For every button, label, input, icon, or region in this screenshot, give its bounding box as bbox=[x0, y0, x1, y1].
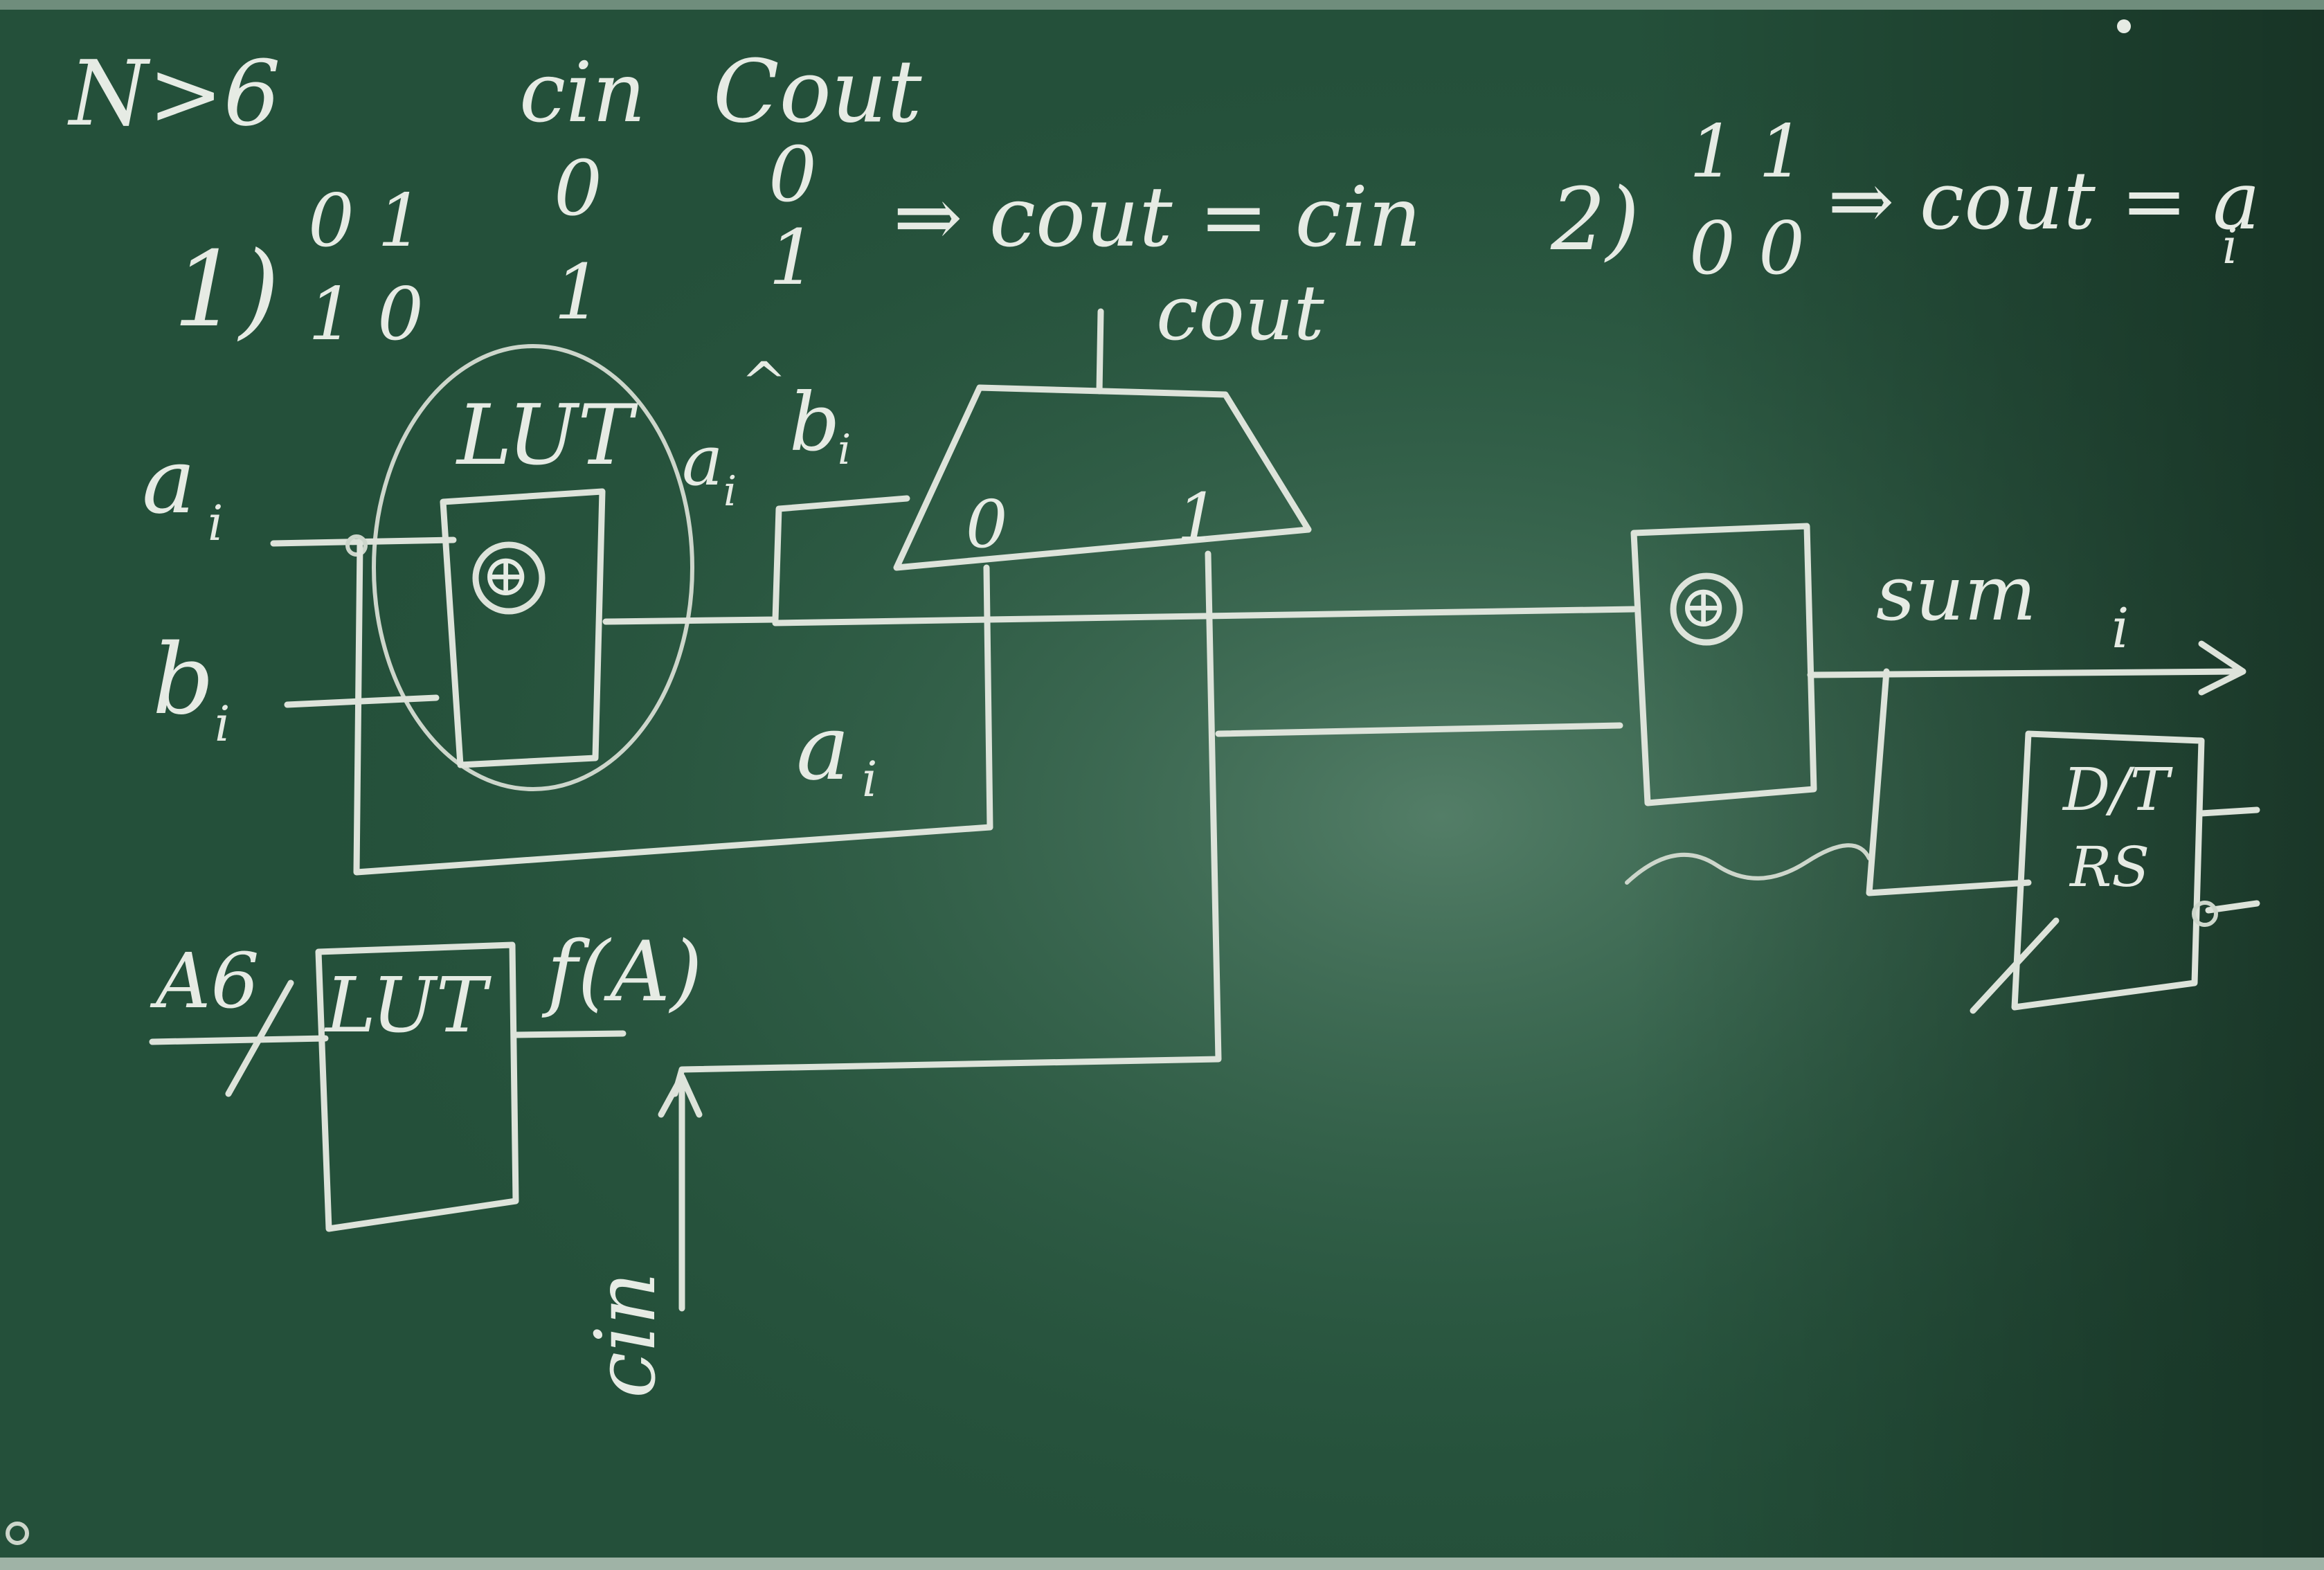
case1-row2-inputs: 1 0 bbox=[308, 272, 424, 357]
sum-xor-box bbox=[1630, 523, 1817, 806]
lut-label: LUT bbox=[456, 388, 638, 484]
wire-cin-to-xor bbox=[1215, 722, 1623, 737]
lut2-input-wire bbox=[149, 1035, 329, 1045]
lut2-output-wire bbox=[512, 1030, 627, 1038]
cin-arrowhead bbox=[658, 1073, 703, 1118]
cout-header: Cout bbox=[713, 42, 922, 142]
case1-cin-row1: 0 bbox=[554, 144, 602, 233]
ff-out-q bbox=[2198, 806, 2260, 817]
case2-row2-inputs: 0 0 bbox=[1689, 206, 1805, 291]
input-b-sub: i bbox=[215, 696, 230, 752]
lut2-box bbox=[315, 941, 519, 1232]
mux-cout-wire bbox=[1096, 308, 1104, 395]
ff-label-bottom: RS bbox=[2069, 835, 2150, 899]
sum-sub: i bbox=[2111, 596, 2129, 660]
wire-xor-out bbox=[602, 495, 910, 625]
sum-wire bbox=[1807, 668, 2240, 678]
mux-top-b: b bbox=[789, 377, 840, 469]
mux-top-a: a bbox=[682, 420, 723, 501]
wavy-underline bbox=[1625, 843, 1871, 885]
board-frame-top bbox=[0, 0, 2324, 10]
case1-cout-row2: 1 bbox=[768, 213, 817, 302]
case1-result: ⇒ cout = cin bbox=[893, 170, 1421, 266]
wire-a-branch bbox=[353, 540, 993, 876]
ai-label: a bbox=[796, 695, 850, 800]
ai-label-sub: i bbox=[862, 751, 877, 808]
wire-a-node bbox=[345, 534, 368, 557]
sum-arrowhead bbox=[2198, 640, 2246, 696]
lut2-bus-slash bbox=[225, 980, 294, 1097]
input-a: a bbox=[142, 428, 196, 534]
n-condition: N>6 bbox=[67, 41, 280, 146]
sum-xor-glyph: ⊕ bbox=[1679, 572, 1728, 641]
ff-wire bbox=[1866, 668, 2032, 896]
xor-box bbox=[440, 488, 606, 768]
case2-result: ⇒ cout = a bbox=[1828, 155, 2260, 248]
input-b: b bbox=[152, 624, 215, 737]
mux-shape bbox=[893, 384, 1312, 571]
wire-b-in bbox=[284, 694, 440, 708]
cout-label: cout bbox=[1156, 269, 1325, 357]
case1-cin-row2: 1 bbox=[554, 248, 602, 336]
sum-xor-circle bbox=[1670, 572, 1743, 646]
case1-row1-inputs: 0 1 bbox=[308, 179, 424, 263]
board-screw-top bbox=[2117, 19, 2131, 33]
case2-row1-inputs: 1 1 bbox=[1689, 109, 1805, 194]
board-frame-bottom bbox=[0, 1558, 2324, 1570]
xor-glyph: ⊕ bbox=[481, 541, 530, 610]
cin-header: cin bbox=[519, 45, 646, 141]
cin-label: cin bbox=[578, 1272, 674, 1398]
input-a-sub: i bbox=[208, 495, 223, 552]
case1-number: 1) bbox=[173, 230, 280, 350]
lut2-output: f(A) bbox=[541, 924, 703, 1020]
lut2-input: A6 bbox=[150, 937, 259, 1025]
wire-mux0 bbox=[983, 564, 993, 831]
mux-top-a-sub: i bbox=[723, 467, 737, 516]
mux-caret: ^ bbox=[741, 350, 787, 415]
case2-result-subscript: i bbox=[2222, 218, 2237, 275]
ff-out-bubble bbox=[2192, 901, 2218, 927]
case2-number: 2) bbox=[1550, 170, 1639, 270]
mux-top-b-sub: i bbox=[838, 426, 851, 474]
wire-propagate bbox=[772, 606, 1637, 626]
mux-one: 1 bbox=[1177, 480, 1218, 556]
case1-cout-row1: 0 bbox=[768, 130, 817, 219]
ff-clock bbox=[1970, 917, 2060, 1014]
lut-circle bbox=[372, 344, 694, 791]
xor-circle bbox=[472, 541, 546, 615]
lut2-label: LUT bbox=[324, 961, 492, 1049]
board-screw-bottom bbox=[6, 1522, 29, 1545]
chalk-writing: N>6 cin Cout 1) 0 1 1 0 0 1 0 1 ⇒ cout =… bbox=[6, 19, 2260, 1545]
ff-box bbox=[2011, 730, 2205, 1011]
mux-zero: 0 bbox=[966, 487, 1007, 563]
ff-label-top: D/T bbox=[2062, 756, 2173, 824]
sum-label: sum bbox=[1876, 549, 2037, 638]
